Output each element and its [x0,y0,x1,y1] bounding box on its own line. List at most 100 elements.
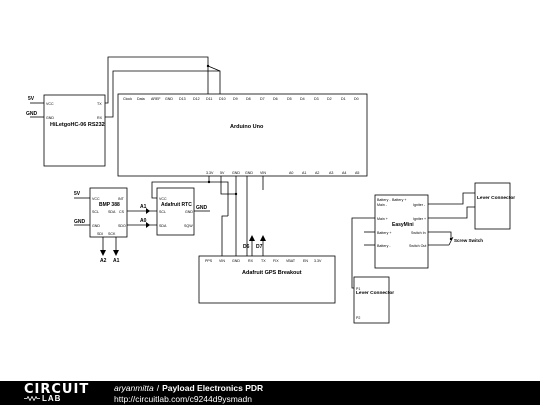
arduino-pin-bottom: VIN [260,171,266,175]
net-label-gnd: GND [26,111,38,117]
easymini-pin: Igniter + [413,217,426,221]
project-title-line: aryanmitta/Payload Electronics PDR [114,383,263,393]
d7-arrow-icon [260,235,266,241]
arduino-pin-top: D5 [287,97,292,101]
easymini-pin: Battery + [392,198,406,202]
gps-title: Adafruit GPS Breakout [242,270,302,276]
bmp388-title: BMP 388 [99,202,120,208]
arduino-pin-bottom: 5V [220,171,225,175]
arduino-pin-top: D8 [246,97,251,101]
arduino-pin-top: D9 [233,97,238,101]
arduino-pin-top: D12 [193,97,200,101]
author-link[interactable]: aryanmitta [114,383,154,393]
schematic-canvas: HiLetgoHC-06 RS232 Arduino Uno BMP 388 A… [26,56,515,324]
easymini-pin: Battery - [377,244,391,248]
hc06-pin-tx: TX [97,102,102,106]
wire [207,65,221,72]
rtc-pin: SDA [159,224,167,228]
bmp388-pin: GND [92,224,100,228]
bmp388-pin: SDO [118,224,126,228]
wire [221,215,228,256]
gps-pin: GND [232,259,240,263]
net-label-a0: A0 [140,218,147,224]
wire [428,192,475,205]
arduino-pin-bottom: A5 [355,171,359,175]
hc06-title: HiLetgoHC-06 RS232 [50,122,105,128]
hc06-box[interactable] [43,94,106,167]
net-label-d7: D7 [256,244,263,250]
net-label-gnd: GND [74,219,86,225]
a2-arrow-icon [100,250,106,256]
logo-text-top: CIRCUIT [24,382,90,397]
wire [151,181,209,199]
wire [351,217,375,289]
wire [208,176,229,216]
arduino-pin-bottom: A3 [329,171,333,175]
net-label-5v: 5V [74,191,81,197]
resistor-icon [24,396,40,401]
arduino-pin-top: Clock [123,97,132,101]
hc06-pin-vcc: VCC [46,102,54,106]
wire [448,236,454,246]
arduino-box[interactable] [117,93,368,177]
a1-arrow-icon [113,250,119,256]
project-url-link[interactable]: http://circuitlab.com/c9244d9ysmadn [114,394,252,404]
lever-connector-top-title: Lever Connector [477,195,515,201]
rtc-pin: SCL [159,210,166,214]
gps-pin: RX [248,259,254,263]
arduino-pin-bottom: A2 [315,171,319,175]
gps-pin: TX [261,259,266,263]
a0-in-arrow-icon [146,222,150,228]
circuitlab-logo: CIRCUIT LAB [24,382,92,403]
title-separator: / [156,383,160,393]
net-label-a1: A1 [140,204,147,210]
gps-pin: EN [303,259,308,263]
junction-dot [207,180,211,184]
gps-pin: VBAT [286,259,296,263]
footer-bar: CIRCUIT LAB aryanmitta/Payload Electroni… [0,381,540,405]
bmp388-pin: VCC [92,197,100,201]
arduino-pin-bottom: GND [232,171,240,175]
arduino-pin-top: D13 [179,97,186,101]
rtc-title: Adafruit RTC [161,202,192,208]
arduino-pin-top: D4 [300,97,305,101]
arduino-pin-top: AREF [151,97,161,101]
easymini-pin: Igniter - [413,203,426,207]
rtc-box[interactable] [156,187,195,236]
easymini-box[interactable] [374,194,429,269]
bmp388-box[interactable] [89,187,128,238]
hc06-pin-gnd: GND [46,116,54,120]
lever-connector-top-box[interactable] [474,182,511,230]
arduino-pin-top: D6 [273,97,278,101]
arduino-pin-bottom: A0 [289,171,293,175]
bmp388-pin: SDI [97,232,103,236]
net-label-a1: A1 [113,258,120,264]
lever-bottom-pin: P1 [356,287,360,291]
lever-bottom-pin: P2 [356,316,360,320]
arduino-pin-top: D0 [354,97,359,101]
arduino-pin-top: D1 [341,97,346,101]
project-title: Payload Electronics PDR [162,383,264,393]
junction-dot [449,237,453,241]
wire [428,206,475,219]
gps-pin: PPS [205,259,213,263]
arduino-pin-top: Data [137,97,145,101]
lever-connector-bottom-title: Lever Connector [356,290,394,296]
rtc-pin: GND [185,210,193,214]
wire [105,56,209,104]
easymini-pin: Switch Out [409,244,426,248]
arduino-pin-top: D2 [327,97,332,101]
arduino-pin-top: D10 [219,97,226,101]
lever-connector-bottom-box[interactable] [353,276,390,324]
gps-pin: 3.3V [314,259,322,263]
hc06-pin-rx: RX [97,116,103,120]
arduino-pin-top: GND [165,97,173,101]
easymini-pin: Switch In [411,231,426,235]
arduino-pin-bottom: GND [245,171,253,175]
bmp388-pin: CS [119,210,125,214]
junction-dot [206,64,210,68]
arduino-pin-bottom: A1 [302,171,306,175]
gps-pin: VIN [219,259,225,263]
gps-box[interactable] [198,255,336,304]
net-label-gnd: GND [196,205,208,211]
